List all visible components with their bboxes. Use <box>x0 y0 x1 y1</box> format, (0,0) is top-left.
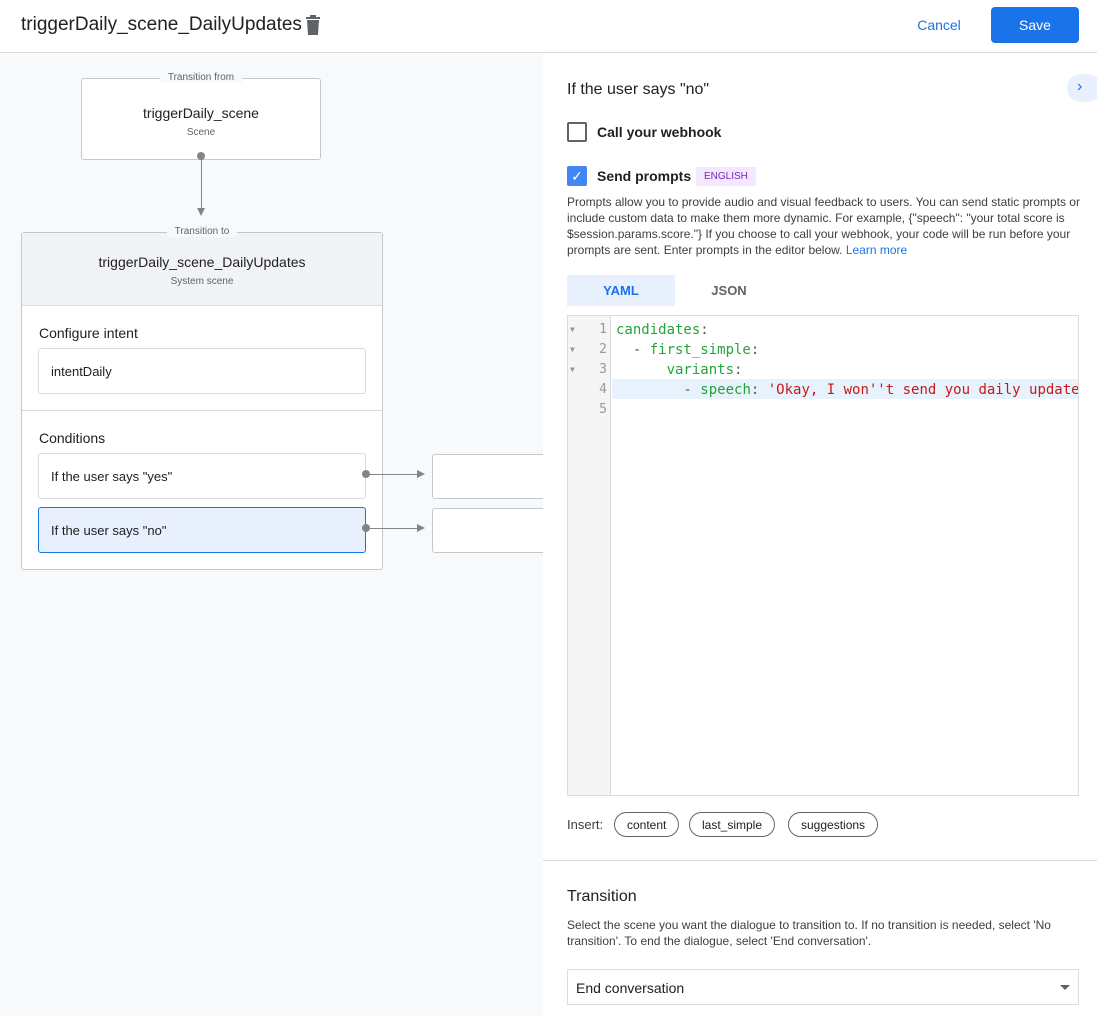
send-prompts-checkbox[interactable]: ✓ <box>567 166 587 186</box>
page-title: triggerDaily_scene_DailyUpdates <box>21 14 302 35</box>
webhook-label: Call your webhook <box>597 124 722 140</box>
transition-select[interactable]: End conversation <box>567 969 1079 1005</box>
yaml-key: first_simple <box>649 342 751 358</box>
yaml-value: 'Okay, I won''t send you daily update <box>767 382 1078 398</box>
send-prompts-label: Send prompts <box>597 168 692 184</box>
transition-description: Select the scene you want the dialogue t… <box>567 918 1051 948</box>
header: triggerDaily_scene_DailyUpdates Cancel S… <box>0 0 1097 53</box>
language-badge: ENGLISH <box>696 167 756 186</box>
line-number: 4 <box>599 382 607 397</box>
connector-line <box>201 158 202 210</box>
line-number: 1 <box>599 322 607 337</box>
condition-no[interactable]: If the user says "no" <box>38 507 366 553</box>
save-button[interactable]: Save <box>991 7 1079 43</box>
collapse-panel-button[interactable]: › <box>1067 74 1097 102</box>
line-gutter <box>568 316 611 795</box>
fold-icon[interactable]: ▼ <box>570 345 575 354</box>
arrow-icon <box>197 208 205 216</box>
code-editor[interactable]: ▼1 ▼2 ▼3 4 5 candidates: - first_simple:… <box>567 315 1079 796</box>
yaml-key: candidates <box>616 322 701 338</box>
transition-heading: Transition <box>567 888 637 905</box>
insert-label: Insert: <box>567 817 604 832</box>
scene-type: Scene <box>186 127 216 138</box>
webhook-checkbox[interactable] <box>567 122 587 142</box>
prompts-description: Prompts allow you to provide audio and v… <box>567 194 1087 258</box>
transition-from-node[interactable]: Transition from triggerDaily_scene Scene <box>81 72 321 160</box>
panel-heading: If the user says "no" <box>567 81 710 98</box>
tab-yaml[interactable]: YAML <box>567 275 675 306</box>
scene-name: triggerDaily_scene <box>143 105 259 121</box>
cancel-button[interactable]: Cancel <box>906 8 972 42</box>
connector-line <box>366 474 418 475</box>
line-number: 5 <box>599 402 607 417</box>
insert-last-simple-chip[interactable]: last_simple <box>689 812 776 837</box>
learn-more-link[interactable]: Learn more <box>845 243 908 257</box>
insert-content-chip[interactable]: content <box>614 812 680 837</box>
check-icon: ✓ <box>571 168 583 184</box>
arrow-icon <box>417 470 425 478</box>
selected-value: End conversation <box>576 980 685 996</box>
condition-yes[interactable]: If the user says "yes" <box>38 453 366 499</box>
fold-icon[interactable]: ▼ <box>570 325 575 334</box>
connector-line <box>366 528 418 529</box>
yaml-key: variants <box>666 362 735 378</box>
transition-to-node: Transition to triggerDaily_scene_DailyUp… <box>21 226 383 570</box>
target-node-yes[interactable] <box>432 454 543 499</box>
line-number: 3 <box>599 362 607 377</box>
description-text: Prompts allow you to provide audio and v… <box>567 195 1080 257</box>
arrow-icon <box>417 524 425 532</box>
fold-icon[interactable]: ▼ <box>570 365 575 374</box>
dropdown-arrow-icon <box>1060 985 1070 990</box>
intent-item[interactable]: intentDaily <box>38 348 366 394</box>
scene-name: triggerDaily_scene_DailyUpdates <box>98 254 306 270</box>
scene-type: System scene <box>170 276 234 287</box>
connector-dot <box>197 152 205 160</box>
legend: Transition from <box>159 72 243 83</box>
legend: Transition to <box>166 226 238 237</box>
configure-intent-label: Configure intent <box>39 325 138 341</box>
condition-panel: › If the user says "no" Call your webhoo… <box>543 54 1097 1016</box>
conditions-label: Conditions <box>39 430 106 446</box>
yaml-key: speech <box>700 382 751 398</box>
flow-canvas: Transition from triggerDaily_scene Scene… <box>0 54 543 1016</box>
divider <box>543 860 1097 861</box>
target-node-no[interactable] <box>432 508 543 553</box>
delete-icon[interactable] <box>304 15 322 35</box>
line-number: 2 <box>599 342 607 357</box>
insert-suggestions-chip[interactable]: suggestions <box>788 812 879 837</box>
tab-json[interactable]: JSON <box>711 283 747 298</box>
